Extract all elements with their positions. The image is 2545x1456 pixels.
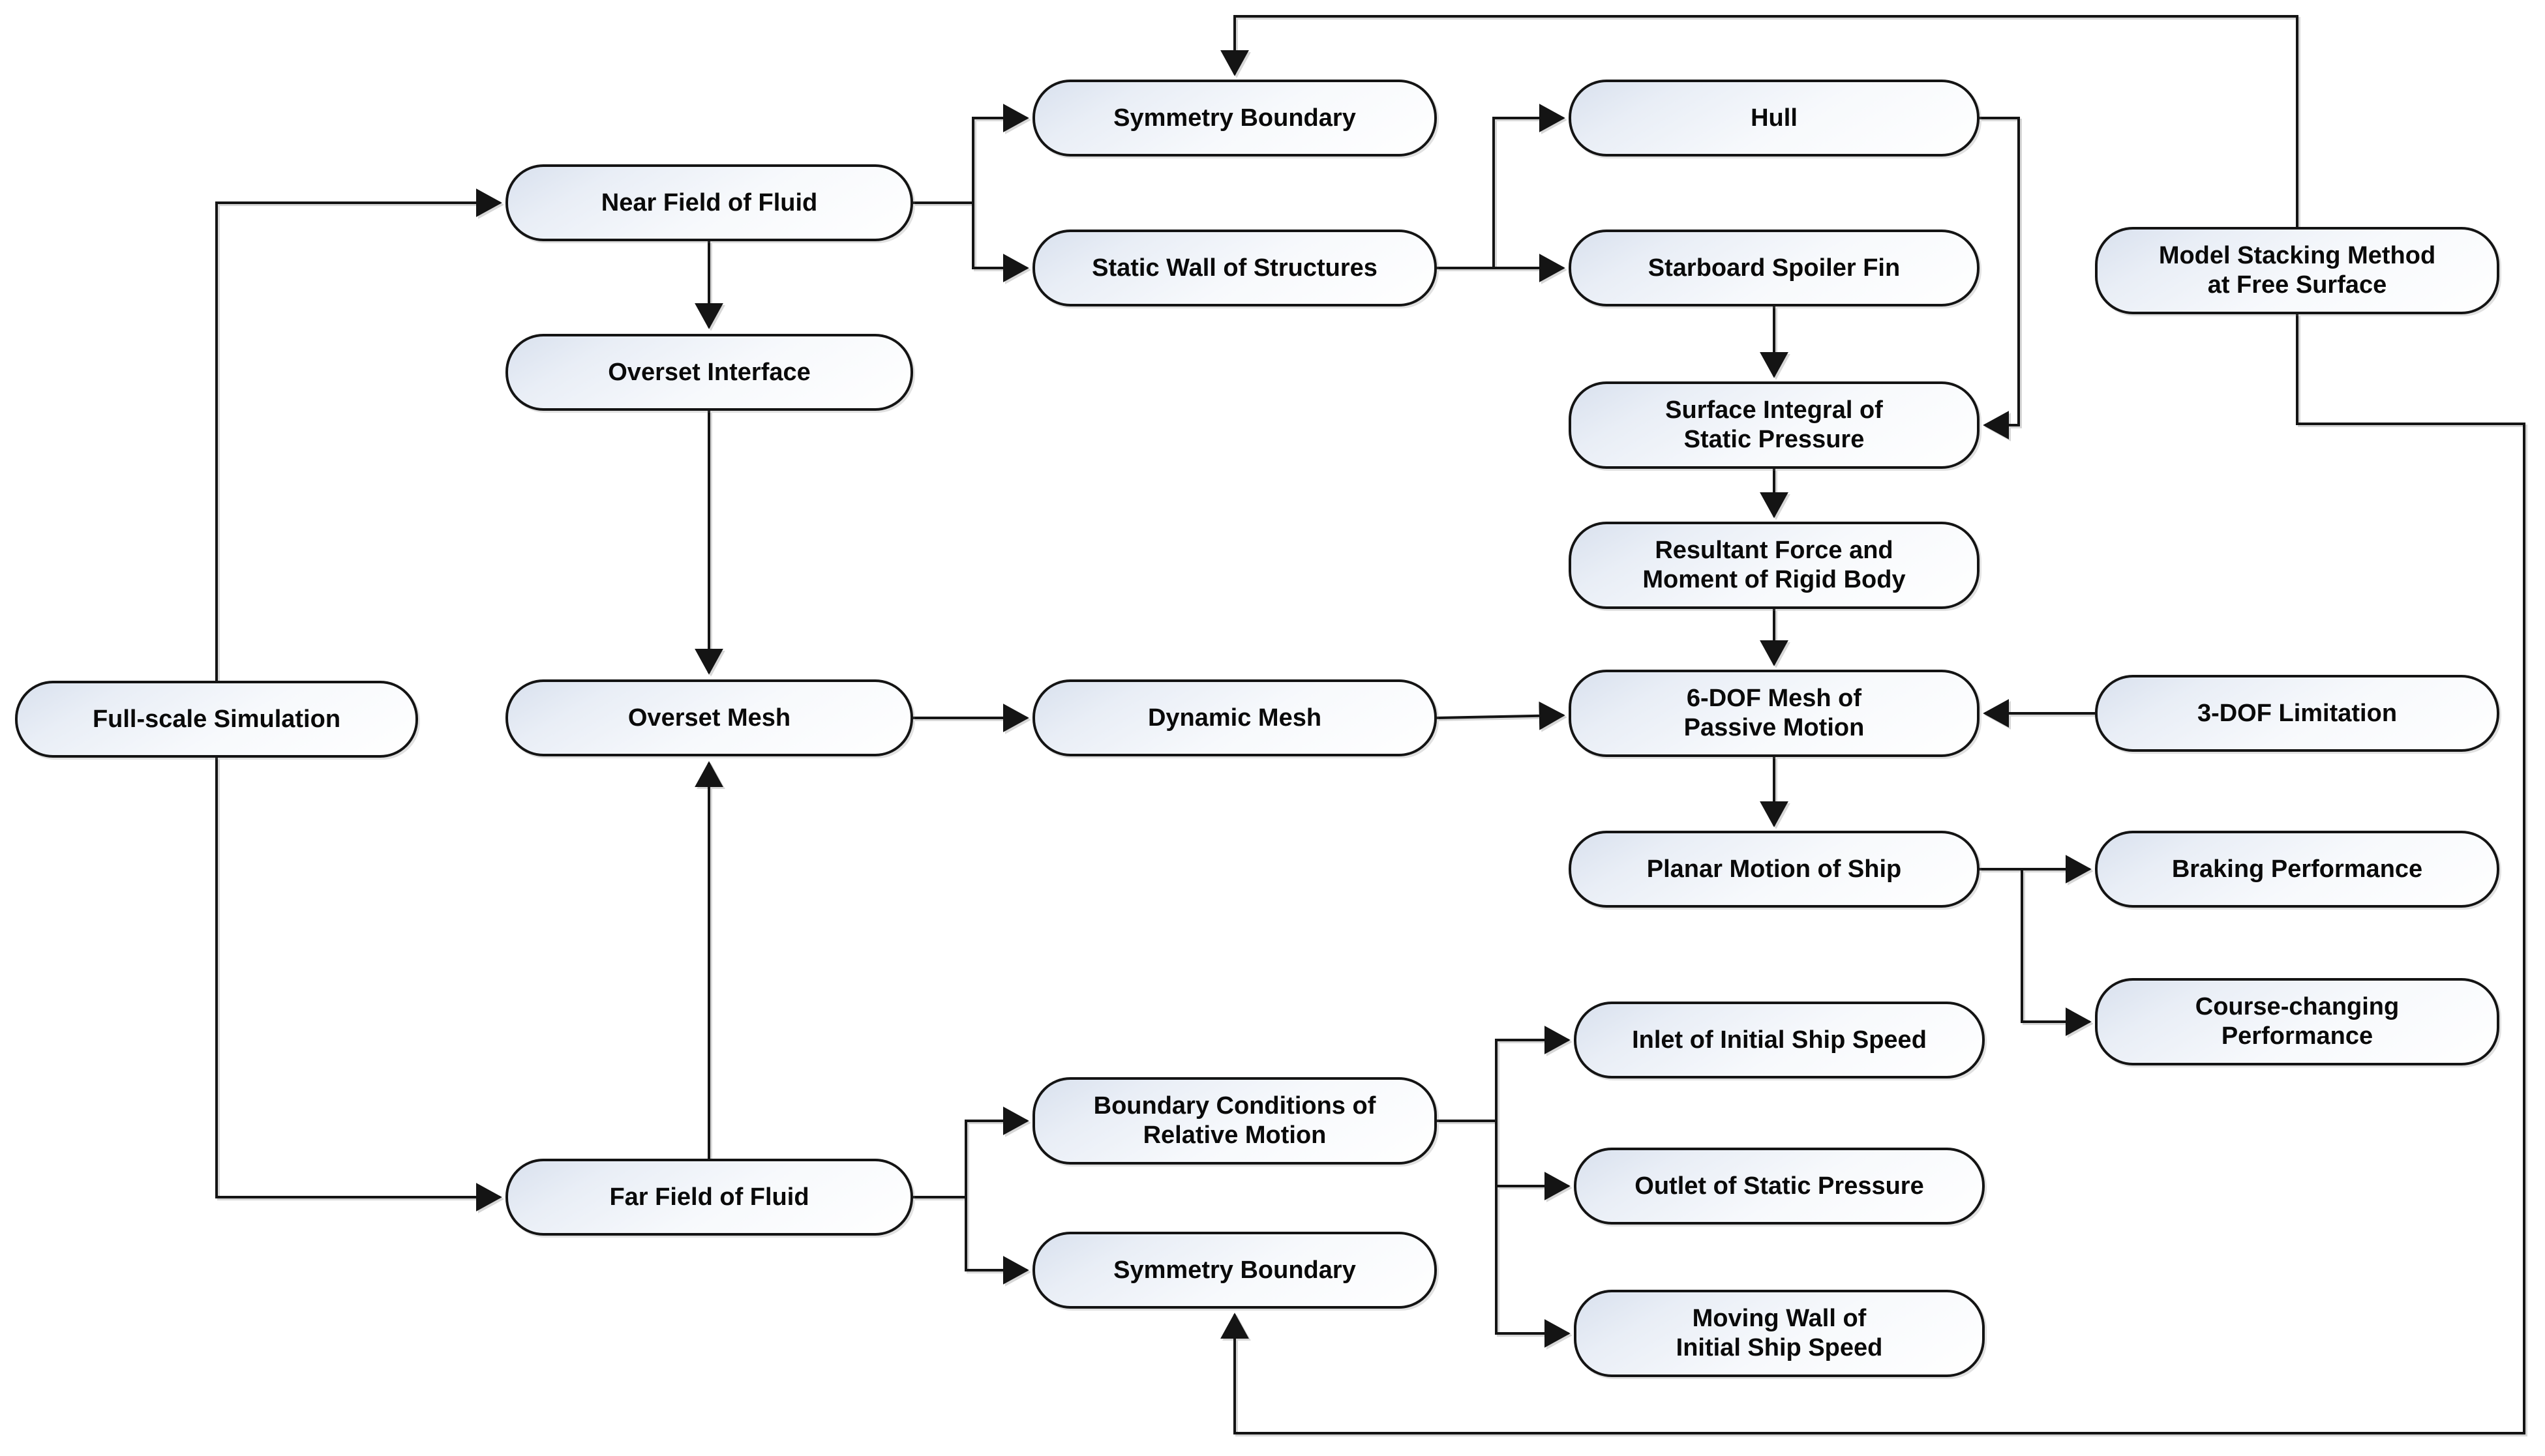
edge-modelstacking-symmetrytop <box>1220 15 2298 227</box>
node-three-dof-limitation: 3-DOF Limitation <box>2095 675 2499 752</box>
edge-dynamicmesh-sixdof <box>1436 701 1565 730</box>
edge-fullscale-farfield <box>215 758 502 1211</box>
edge-farfield-boundaryconditions <box>913 1107 1029 1198</box>
node-symmetry-boundary-bottom: Symmetry Boundary <box>1032 1232 1437 1309</box>
edge-boundary-outlet <box>1495 1121 1571 1200</box>
node-braking-performance: Braking Performance <box>2095 831 2499 908</box>
node-model-stacking-method: Model Stacking Method at Free Surface <box>2095 227 2499 314</box>
edge-nearfield-staticwall <box>972 203 1029 282</box>
edge-nearfield-symmetrytop <box>913 104 1029 204</box>
edge-boundary-inlet <box>1437 1026 1571 1122</box>
node-inlet-initial-ship-speed: Inlet of Initial Ship Speed <box>1574 1002 1985 1078</box>
node-surface-integral: Surface Integral of Static Pressure <box>1569 381 1980 469</box>
edge-modelstacking-symmetrybottom <box>1220 314 2525 1434</box>
node-planar-motion-of-ship: Planar Motion of Ship <box>1569 831 1980 908</box>
node-near-field-of-fluid: Near Field of Fluid <box>505 164 913 241</box>
node-outlet-static-pressure: Outlet of Static Pressure <box>1574 1148 1985 1225</box>
node-overset-mesh: Overset Mesh <box>505 679 913 756</box>
node-starboard-spoiler-fin: Starboard Spoiler Fin <box>1569 230 1980 306</box>
edge-planar-course <box>2021 869 2092 1036</box>
node-static-wall-of-structures: Static Wall of Structures <box>1032 230 1437 306</box>
node-overset-interface: Overset Interface <box>505 334 913 411</box>
edge-boundary-movingwall <box>1495 1186 1571 1348</box>
edge-staticwall-hull <box>1437 104 1565 269</box>
edge-hull-surfaceintegral <box>1980 117 2020 439</box>
node-symmetry-boundary-top: Symmetry Boundary <box>1032 80 1437 156</box>
node-resultant-force-moment: Resultant Force and Moment of Rigid Body <box>1569 522 1980 609</box>
edge-fullscale-nearfield <box>215 188 502 681</box>
node-full-scale-simulation: Full-scale Simulation <box>15 681 418 758</box>
node-boundary-conditions: Boundary Conditions of Relative Motion <box>1032 1077 1437 1165</box>
node-far-field-of-fluid: Far Field of Fluid <box>505 1159 913 1236</box>
node-dynamic-mesh: Dynamic Mesh <box>1032 679 1437 756</box>
node-moving-wall: Moving Wall of Initial Ship Speed <box>1574 1290 1985 1377</box>
node-course-changing-performance: Course-changing Performance <box>2095 978 2499 1065</box>
node-hull: Hull <box>1569 80 1980 156</box>
edge-farfield-symmetrybottom <box>965 1197 1029 1285</box>
node-six-dof-mesh: 6-DOF Mesh of Passive Motion <box>1569 670 1980 757</box>
